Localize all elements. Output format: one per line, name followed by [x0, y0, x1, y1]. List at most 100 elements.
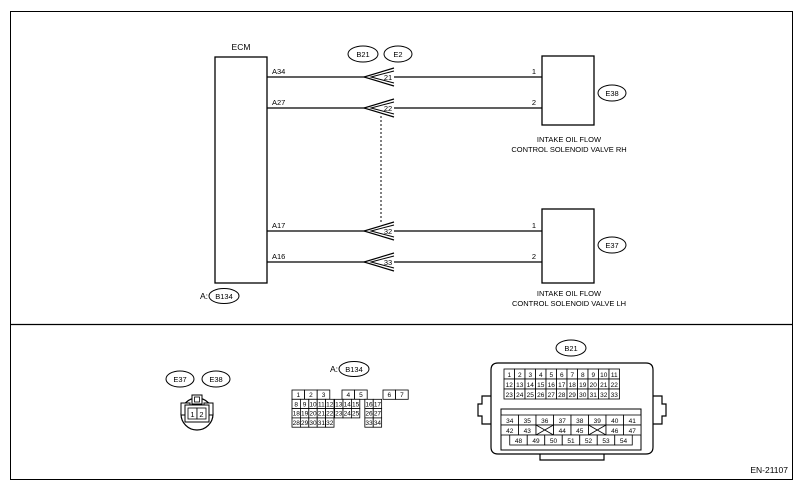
b21-pin-label: 43 [524, 428, 532, 435]
ecm-label: ECM [232, 42, 251, 52]
b134-pin-label: 5 [359, 392, 363, 399]
joint-terminal-label: 21 [384, 73, 392, 82]
b21-pin-label: 52 [585, 438, 593, 445]
b21-pin-label: 20 [590, 382, 598, 389]
b21-pin-label: 4 [539, 372, 543, 379]
b134-pin-label: 13 [335, 401, 343, 408]
b21-pin-label: 28 [558, 392, 566, 399]
b21-cell [614, 434, 633, 446]
b21-pin-label: 26 [537, 392, 545, 399]
b134-pin-label: 22 [326, 411, 334, 418]
wires [267, 76, 542, 263]
b21-pin-label: 33 [611, 392, 619, 399]
b134-pin-label: 12 [326, 401, 334, 408]
valve-connector-face: 1 2 [180, 394, 214, 431]
b21-bottom-latch [539, 454, 605, 461]
b134-pin-label: 10 [309, 401, 317, 408]
valve-rh-connector-id: E38 [605, 89, 618, 98]
valve-lh-name-line2: CONTROL SOLENOID VALVE LH [512, 299, 626, 308]
joint-terminal-32: 32 [361, 221, 395, 241]
ecm-connector-prefix: A: [200, 291, 208, 301]
b134-pin-label: 7 [400, 392, 404, 399]
valve-lh-connector-id: E37 [605, 241, 618, 250]
b21-pin-label: 11 [611, 372, 618, 379]
b134-pin-label: 18 [293, 411, 301, 418]
joint-terminal-label: 32 [384, 227, 392, 236]
b134-pin-label: 21 [318, 411, 326, 418]
valve-lh-connector-badge [597, 236, 627, 254]
b21-pin-label: 8 [581, 372, 585, 379]
b21-pin-label: 24 [516, 392, 524, 399]
view-b21-badge [555, 339, 587, 357]
b21-pin-label: 35 [524, 418, 532, 425]
view-b134-prefix: A: [330, 364, 338, 374]
b134-pin-label: 34 [374, 420, 382, 427]
joint-connector-badge-e2 [383, 45, 413, 63]
valve-lh-pin-1: 1 [532, 221, 536, 230]
view-valve-id-e37: E37 [173, 375, 186, 384]
b21-pin-label: 18 [569, 382, 577, 389]
b21-pin-label: 14 [527, 382, 535, 389]
b21-pin-label: 16 [548, 382, 556, 389]
b21-side-latch-right [653, 395, 667, 425]
b21-pin-label: 32 [600, 392, 608, 399]
b21-pin-label: 44 [559, 428, 567, 435]
b21-pin-label: 15 [537, 382, 545, 389]
view-b21-id: B21 [564, 344, 577, 353]
b21-pin-label: 12 [506, 382, 514, 389]
b134-pin-label: 6 [387, 392, 391, 399]
b134-pin-label: 23 [335, 411, 343, 418]
b21-pin-label: 45 [576, 428, 584, 435]
b134-pin-label: 24 [344, 411, 352, 418]
b134-pin-label: 16 [365, 401, 373, 408]
joint-connector-id-e2: E2 [393, 50, 402, 59]
b134-cell [395, 389, 409, 400]
b134-pin-label: 8 [294, 401, 298, 408]
b134-pin-label: 19 [301, 411, 309, 418]
b21-pin-label: 31 [590, 392, 598, 399]
ecm-pin-a16: A16 [272, 252, 285, 261]
b21-cell [608, 388, 620, 400]
b21-pin-label: 29 [569, 392, 577, 399]
joint-connector-badge-b21 [347, 45, 379, 63]
b134-pin-label: 2 [309, 392, 313, 399]
b134-pin-label: 15 [352, 401, 360, 408]
b21-pin-label: 34 [506, 418, 514, 425]
joint-terminal-33: 33 [361, 252, 395, 272]
ecm-pin-a27: A27 [272, 98, 285, 107]
b134-cell [350, 408, 361, 419]
b21-pin-label: 38 [576, 418, 584, 425]
valve-lh-box [541, 208, 595, 284]
b21-pin-label: 36 [541, 418, 549, 425]
b21-pin-label: 10 [600, 372, 608, 379]
ecm-connector-id: B134 [215, 292, 233, 301]
joint-connector-id-b21: B21 [356, 50, 369, 59]
valve-rh-name-line1: INTAKE OIL FLOW [537, 135, 602, 144]
chevron-inner [369, 70, 395, 84]
valve-rh-pin-2: 2 [532, 98, 536, 107]
ecm-box [214, 56, 268, 284]
ecm-pin-a34: A34 [272, 67, 285, 76]
b21-pin-label: 9 [591, 372, 595, 379]
diagram-code: EN-21107 [750, 465, 788, 475]
b134-pin-label: 25 [352, 411, 360, 418]
b134-pin-label: 4 [346, 392, 350, 399]
b134-pin-label: 9 [303, 401, 307, 408]
b134-pin-label: 11 [318, 401, 325, 408]
b21-pin-label: 17 [558, 382, 566, 389]
b21-pin-label: 5 [549, 372, 553, 379]
b21-blank-cross [535, 424, 554, 436]
b134-pin-label: 20 [309, 411, 317, 418]
view-b134-id: B134 [345, 365, 363, 374]
b21-pin-label: 3 [528, 372, 532, 379]
b21-pin-label: 41 [629, 418, 637, 425]
diagram-frame [10, 11, 793, 480]
b21-pin-label: 37 [559, 418, 567, 425]
b21-pin-label: 42 [506, 428, 514, 435]
ecm-pin-a17: A17 [272, 221, 285, 230]
b134-pin-label: 32 [326, 420, 334, 427]
valve-rh-connector-badge [597, 84, 627, 102]
b134-cell [325, 417, 335, 428]
